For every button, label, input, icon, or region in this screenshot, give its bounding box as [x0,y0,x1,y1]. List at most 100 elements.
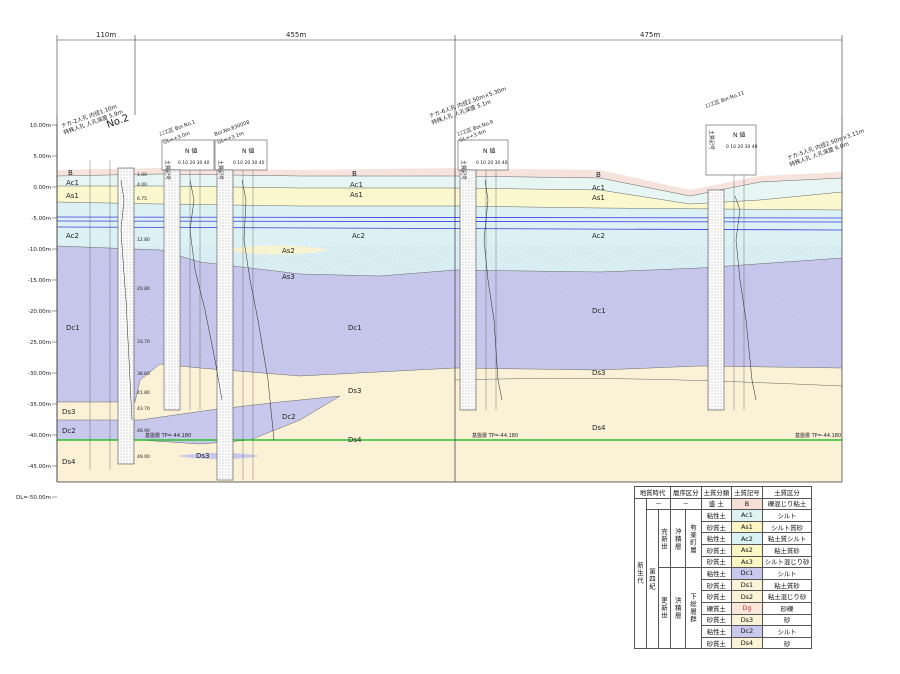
legend-desc-5: シルト混じり砂 [761,555,813,569]
legend-code-8: Ds2 [731,590,763,603]
legend-dash2: － [670,497,702,511]
col-soil-4: 土質記号 [708,130,715,150]
label-b-right: B [596,171,601,179]
label-b-mid: B [352,170,357,178]
legend-desc-1: シルト [761,509,813,522]
legend-class-2: 砂質土 [700,520,733,534]
label-ac1-mid: Ac1 [350,181,363,189]
elevation-label: 5.00m [33,154,51,160]
depth-value: 1.00 [137,172,147,178]
legend-class-8: 砂質土 [700,590,733,603]
label-dc1-left: Dc1 [66,324,80,332]
depth-value: 33.70 [137,339,150,345]
dim-left: 110m [96,31,116,39]
col-n-1: N 値 [185,147,197,155]
label-ds4-mid: Ds4 [348,436,362,444]
label-b-left: B [68,169,73,177]
borehole-11-label: ナカ-5人孔 内径2.50m×3.11m特殊人孔 人孔深度 6.0m [786,127,868,169]
legend-desc-9: 砂礫 [761,601,813,615]
elevation-label: -40.00m [28,433,51,439]
label-ds3-lens: Ds3 [196,452,210,460]
label-ds4-right: Ds4 [592,424,606,432]
label-dc1-right: Dc1 [592,307,606,315]
legend-code-0: B [731,497,763,511]
col-scale-2: 0 10 20 30 40 [233,160,265,166]
dim-right: 475m [640,31,660,39]
label-ds3-left: Ds3 [62,408,76,416]
col-scale-1: 0 10 20 30 40 [178,160,210,166]
legend-dash1: － [646,497,671,511]
legend-h-strat: 層序区分 [670,486,702,499]
legend-shimosa: 下総層群 [685,567,702,650]
elevation-labels: 10.00m5.00m0.00m-5.00m-10.00m-15.00m-20.… [16,123,57,501]
legend-desc-3: 粘土質シルト [761,532,813,545]
elevation-label: -15.00m [28,278,51,284]
label-ac2-left: Ac2 [66,232,79,240]
label-ac1-right: Ac1 [592,184,605,192]
legend-h-code: 土質記号 [731,486,763,499]
layer-as1 [57,186,842,210]
label-ds3-mid: Ds3 [348,387,362,395]
depth-value: 38.60 [137,371,150,377]
base-label-mid: 基盤層 TP=-44.180 [472,432,518,439]
label-as1-right: As1 [592,194,605,202]
label-dc2-left: Dc2 [62,427,76,435]
legend-period: 第四紀 [646,509,659,650]
legend-class-11: 粘性土 [700,625,733,638]
base-label-left: 基盤層 TP=-44.180 [145,432,191,439]
elevation-label: -30.00m [28,371,51,377]
label-as3: As3 [282,273,295,281]
legend-diluvial: 洪積層 [669,567,687,650]
elevation-label: -10.00m [28,247,51,253]
legend-code-9: Dg [731,601,763,615]
borehole-9-label: ナカ-6人孔 内径2.50m×5.30m特殊人孔 人孔深度 5.1m [428,85,510,127]
legend-class-0: 盛 土 [700,497,733,511]
legend-desc-12: 砂 [761,636,813,650]
col-scale-3: 0 10 20 30 40 [476,160,508,166]
layer-ds [57,364,842,482]
elevation-label: -35.00m [28,402,51,408]
depth-value: 43.70 [137,406,150,412]
label-as2: As2 [282,247,295,255]
elevation-label: DL=-50.00m [16,495,51,501]
legend-holocene: 完新世 [658,509,671,569]
depth-value: 6.75 [137,196,147,202]
col-soil-1: 土質記号 [164,160,171,180]
label-dc2-mid: Dc2 [282,413,296,421]
legend-h-era: 地質時代 [634,486,671,499]
n-value-traces [120,179,757,441]
legend-desc-0: 礫混じり粘土 [761,497,813,511]
legend-alluvial: 沖積層 [669,509,687,569]
legend-code-1: Ac1 [731,509,763,522]
borehole-1 [161,139,215,411]
label-ac1-left: Ac1 [66,179,79,187]
legend-code-10: Ds3 [731,613,763,627]
layer-fill [57,168,842,196]
layer-labels: B B B Ac1 Ac1 Ac1 As1 As1 As1 Ac2 Ac2 Ac… [62,169,606,466]
depth-value: 4.00 [137,182,147,188]
legend-class-5: 砂質土 [700,555,733,569]
borehole-830008 [214,139,268,481]
legend-class-9: 礫質土 [700,601,733,615]
legend-code-7: Ds1 [731,578,763,592]
legend-class-7: 砂質土 [700,578,733,592]
legend-code-5: As3 [731,555,763,569]
legend-pleistocene: 更新世 [658,567,671,650]
col-soil-2: 土質記号 [217,160,224,180]
depth-value: 41.80 [137,390,150,396]
legend-class-10: 砂質土 [700,613,733,627]
label-dc1-mid: Dc1 [348,324,362,332]
legend-desc-10: 砂 [761,613,813,627]
elevation-label: -5.00m [31,216,51,222]
label-as1-mid: As1 [350,191,363,199]
col-n-3: N 値 [483,147,495,155]
legend-h-class: 土質分類 [700,486,733,499]
elevation-label: 0.00m [33,185,51,191]
col-scale-4: 0 10 20 30 40 [726,144,758,150]
layer-ac1 [57,174,842,204]
elevation-label: 10.00m [30,123,51,129]
base-label-right: 基盤層 TP=-44.180 [795,432,841,439]
depth-values: 1.004.006.7512.8020.8033.7038.6041.8043.… [137,172,150,460]
legend-desc-4: 粘土質砂 [761,543,813,557]
legend-class-12: 砂質土 [700,636,733,650]
